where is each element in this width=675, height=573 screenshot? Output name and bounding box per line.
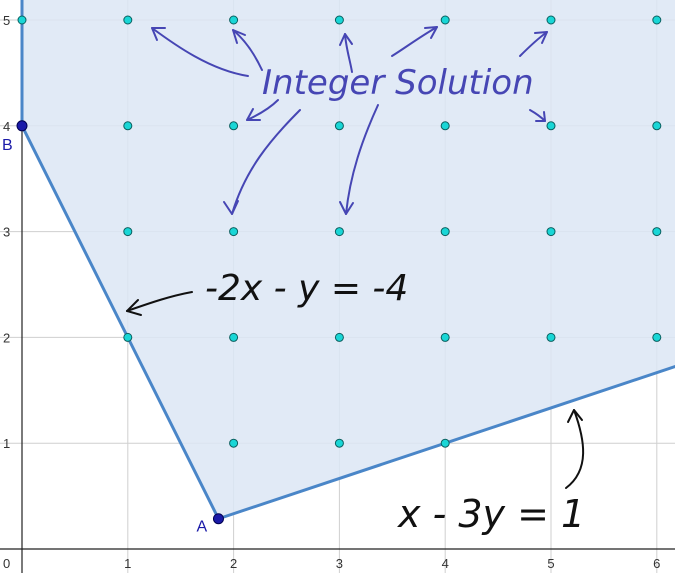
integer-point	[334, 227, 344, 237]
line2-equation-annotation: x - 3y = 1	[397, 492, 585, 536]
vertex-a-label: A	[196, 519, 207, 536]
integer-point	[229, 227, 239, 237]
integer-point	[334, 438, 344, 448]
integer-point	[652, 121, 662, 131]
integer-point	[334, 332, 344, 342]
x-tick-label: 4	[442, 556, 449, 571]
integer-solution-annotation: Integer Solution	[262, 63, 534, 103]
integer-point	[123, 15, 133, 25]
x-tick-label: 2	[230, 556, 237, 571]
boundary-line-1	[20, 125, 220, 520]
integer-point	[546, 332, 556, 342]
integer-point	[123, 121, 133, 131]
integer-point	[440, 227, 450, 237]
integer-point	[123, 332, 133, 342]
equation-arrows	[126, 291, 585, 489]
y-tick-label: 1	[3, 436, 10, 451]
integer-point	[17, 15, 27, 25]
integer-point	[546, 15, 556, 25]
integer-solution-arrows	[151, 26, 548, 215]
boundary-lines	[20, 0, 675, 521]
y-tick-label: 3	[3, 225, 10, 240]
y-tick-label: 2	[3, 330, 10, 345]
integer-point	[440, 121, 450, 131]
integer-point	[229, 438, 239, 448]
integer-point	[652, 227, 662, 237]
integer-points	[17, 15, 662, 448]
vertex-b	[16, 120, 28, 132]
integer-point	[440, 15, 450, 25]
integer-point	[229, 15, 239, 25]
x-tick-label: 1	[124, 556, 131, 571]
y-tick-label: 5	[3, 13, 10, 28]
integer-point	[652, 332, 662, 342]
integer-point	[229, 332, 239, 342]
x-tick-label: 6	[653, 556, 660, 571]
vertices: BA	[2, 120, 224, 536]
y-tick-label: 4	[3, 119, 10, 134]
x-tick-label: 5	[547, 556, 554, 571]
integer-point	[652, 15, 662, 25]
line1-equation-annotation: -2x - y = -4	[205, 268, 408, 309]
integer-point	[334, 121, 344, 131]
annotation-arrows	[126, 26, 585, 489]
vertex-a	[212, 513, 224, 525]
integer-point	[440, 438, 450, 448]
feasible-region	[22, 0, 675, 519]
integer-point	[440, 332, 450, 342]
x-tick-label: 3	[336, 556, 343, 571]
integer-point	[546, 121, 556, 131]
boundary-line-2	[217, 365, 675, 521]
integer-point	[123, 227, 133, 237]
integer-point	[334, 15, 344, 25]
tick-labels: 0 1 2 3 4 5 6 1 2 3 4 5	[3, 13, 660, 571]
x-tick-label: 0	[3, 556, 10, 571]
integer-point	[546, 227, 556, 237]
vertex-b-label: B	[2, 137, 13, 154]
integer-point	[229, 121, 239, 131]
